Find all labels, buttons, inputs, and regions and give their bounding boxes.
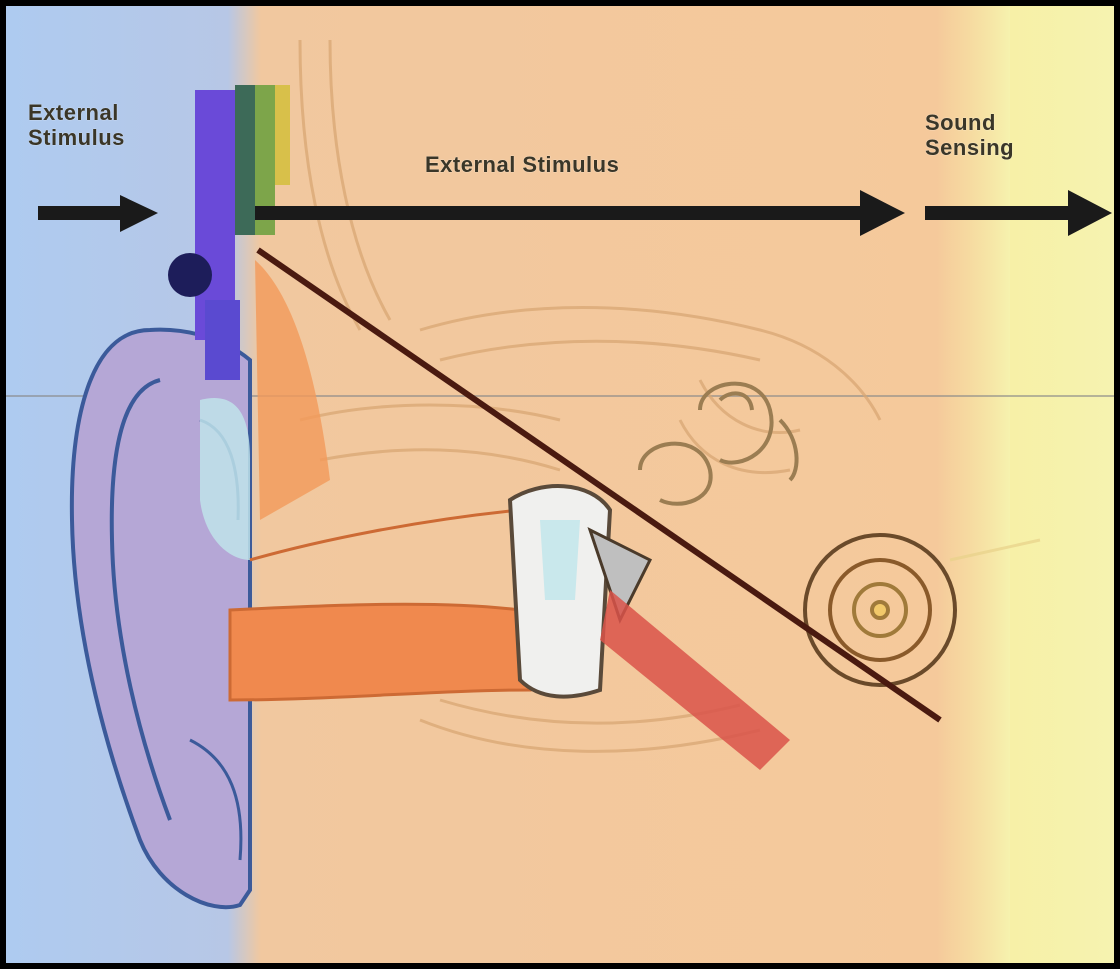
- right-zone-label: Sound Sensing: [925, 110, 1075, 161]
- middle-zone-label: External Stimulus: [425, 152, 765, 177]
- ear-canal: [230, 604, 530, 700]
- left-zone-label: External Stimulus: [28, 100, 178, 151]
